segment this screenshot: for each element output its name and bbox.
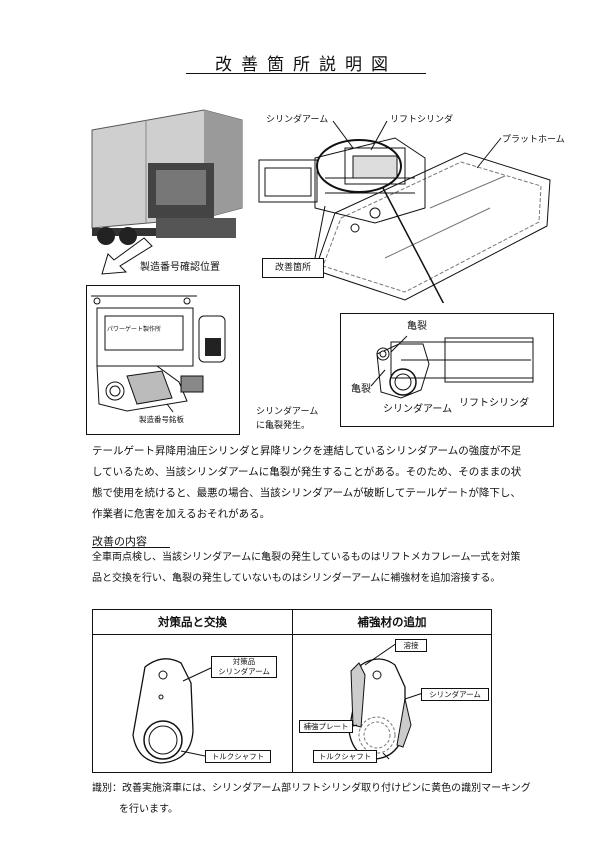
crack-note-line2: に亀裂発生。	[256, 421, 311, 431]
identification-note: 識別：改善実施済車には、シリンダアーム部リフトシリンダ取り付けピンに黄色の識別マ…	[92, 778, 531, 820]
platform-label: プラットホーム	[502, 135, 565, 145]
serial-check-label: 製造番号確認位置	[140, 262, 220, 273]
detail-drawing	[370, 335, 534, 399]
left-torque-shaft-label: トルクシャフト	[205, 750, 271, 763]
truck-photo	[86, 108, 246, 248]
plate-text: パワーゲート製作所	[107, 326, 162, 333]
body-line-2: しているため、当該シリンダアームに亀裂が発生することがある。そのため、そのままの…	[92, 466, 522, 478]
left-column-heading: 対策品と交換	[158, 615, 227, 629]
right-column-heading: 補強材の追加	[357, 615, 427, 629]
serial-plate-label: 製造番号銘板	[139, 415, 184, 424]
replacement-arm-label-1: 対策品	[232, 657, 256, 666]
improvement-heading-underline	[92, 547, 170, 548]
right-cylinder-arm-label: シリンダアーム	[421, 688, 489, 701]
arrow-to-serial	[101, 237, 153, 275]
cylinder-arm-label: シリンダアーム	[266, 115, 329, 125]
body-line-1: テールゲート昇降用油圧シリンダと昇降リンクを連結しているシリンダアームの強度が不…	[92, 445, 522, 457]
page-title: 改善箇所説明図	[215, 55, 397, 75]
crack-side-label: 亀裂	[351, 384, 371, 395]
detail-inset: 亀裂 亀裂 シリンダアーム リフトシリンダ	[340, 313, 554, 427]
detail-lift-cylinder-label: リフトシリンダ	[459, 398, 529, 409]
improvement-heading: 改善の内容	[92, 535, 147, 548]
body-line-4: 作業者に危害を加えるおそれがある。	[92, 508, 271, 520]
replacement-arm-label-2: シリンダアーム	[218, 667, 270, 676]
reinforcement-drawing	[348, 642, 424, 760]
lift-cylinder-label: リフトシリンダ	[390, 115, 454, 125]
body-paragraph: テールゲート昇降用油圧シリンダと昇降リンクを連結しているシリンダアームの強度が不…	[92, 441, 562, 525]
improvement-line-1: 全車両点検し、当該シリンダアームに亀裂の発生しているものはリフトメカフレーム一式…	[92, 552, 521, 563]
replacement-arm-label: 対策品 シリンダアーム	[211, 656, 277, 678]
note-prefix: 識別：	[92, 783, 122, 794]
replacement-part-drawing	[132, 658, 214, 764]
serial-plate-inset: パワーゲート製作所 製造番号銘板	[86, 285, 240, 435]
reinforcement-plate-label: 補強プレート	[299, 720, 353, 733]
title-underline	[186, 73, 426, 74]
body-line-3: 態で使用を続けると、最悪の場合、当該シリンダアームが破断してテールゲートが降下し…	[92, 487, 521, 499]
weld-label: 溶接	[395, 639, 427, 652]
improvement-spot-label: 改善箇所	[262, 258, 324, 278]
crack-top-label: 亀裂	[407, 321, 427, 332]
crack-note-line1: シリンダアーム	[256, 407, 319, 417]
note-line-2: を行います。	[119, 804, 178, 815]
note-line-1: 改善実施済車には、シリンダアーム部リフトシリンダ取り付けピンに黄色の識別マーキン…	[122, 783, 531, 794]
serial-plate-drawing	[91, 295, 226, 413]
improvement-line-2: 品と交換を行い、亀裂の発生していないものはシリンダーアームに補強材を追加溶接する…	[92, 573, 501, 584]
improvement-paragraph: 全車両点検し、当該シリンダアームに亀裂の発生しているものはリフトメカフレーム一式…	[92, 547, 562, 589]
detail-cylinder-arm-label: シリンダアーム	[383, 404, 453, 415]
countermeasure-table: 対策品と交換 補強材の追加 対策品 シリンダアーム トルクシャフト 溶接 シリン…	[92, 609, 492, 773]
table-column-divider	[292, 610, 293, 772]
right-torque-shaft-label: トルクシャフト	[313, 750, 377, 763]
